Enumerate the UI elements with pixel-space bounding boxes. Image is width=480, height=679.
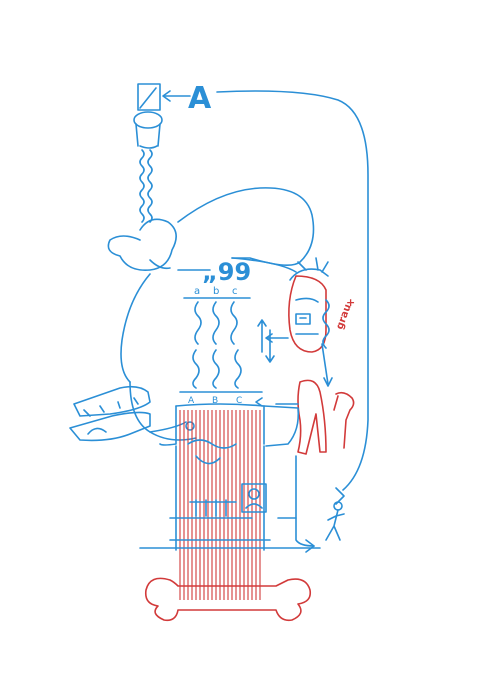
red-figures [297,379,355,455]
top-loop [133,83,369,491]
quote-glyph: „99 [202,258,251,286]
plus-sign: + [346,296,355,309]
channel-label-upper-c: C [236,396,242,406]
upper-channels [183,297,251,345]
channel-label-c: c [232,286,238,297]
left-machine [69,381,197,442]
walking-figure [139,397,345,553]
right-face [265,257,333,387]
channel-label-a: a [194,286,200,297]
large-head-outline [107,187,315,383]
top-letter-a: A [188,81,212,116]
column-frame [159,403,300,551]
bottom-bone [144,577,312,622]
channel-label-upper-a: A [188,396,195,406]
channel-label-b: b [213,286,219,297]
red-striped-column [179,410,261,600]
channel-label-upper-b: B [212,396,218,406]
lower-channels [179,349,263,393]
